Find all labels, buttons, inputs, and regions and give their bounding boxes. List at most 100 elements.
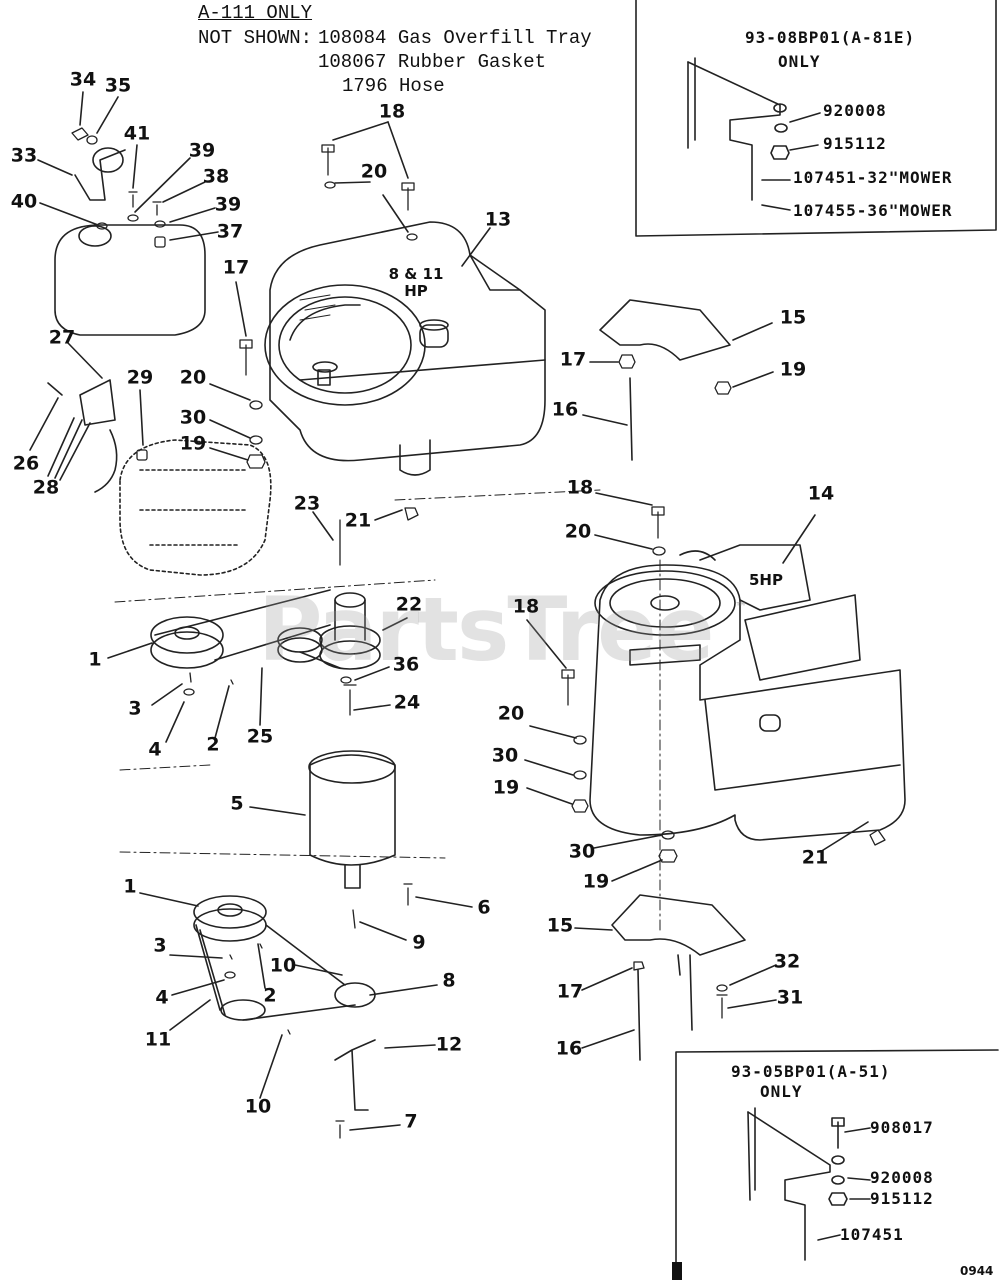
stud-lower [637,954,693,1061]
stud-upper [629,377,633,461]
not-shown-item: 1796 Hose [342,75,445,97]
callout-number: 20 [179,366,207,389]
lower-belt-drawing [193,895,376,1111]
callout-number: 19 [179,432,207,455]
crop-marker [672,1262,682,1280]
callout-number: 35 [104,74,132,97]
engine-small-drawing [589,544,906,841]
watermark: PartsTree [258,578,714,681]
callout-number: 1 [88,648,102,671]
callout-number: 19 [582,870,610,893]
inset-top-part: 915112 [823,134,887,153]
bracket-lower [611,894,746,956]
callout-number: 18 [378,100,406,123]
centerlines [114,489,661,931]
inset-bottom-subtitle: ONLY [760,1082,803,1101]
callout-number: 12 [435,1033,463,1056]
inset-top-subtitle: ONLY [778,52,821,71]
callout-number: 10 [269,954,297,977]
callout-number: 19 [492,776,520,799]
callout-number: 26 [12,452,40,475]
callout-number: 7 [404,1110,418,1133]
not-shown-label: NOT SHOWN: [198,27,313,49]
callout-number: 3 [153,934,167,957]
not-shown-item: 108067 Rubber Gasket [318,51,547,73]
leader-lines [29,91,871,1241]
callout-number: 32 [773,950,801,973]
callout-number: 21 [344,509,372,532]
callout-number: 17 [222,256,250,279]
inset-bottom-part: 908017 [870,1118,934,1137]
throttle-drawing [47,379,118,493]
callout-number: 22 [395,593,423,616]
inset-bottom-part: 920008 [870,1168,934,1187]
callout-number: 13 [484,208,512,231]
callout-number: 27 [48,326,76,349]
callout-number: 20 [360,160,388,183]
engine-small-hp-label: 5HP [749,571,783,589]
upper-belt-drawing [150,589,381,670]
callout-number: 39 [214,193,242,216]
callout-number: 3 [128,697,142,720]
callout-number: 18 [566,476,594,499]
callout-number: 38 [202,165,230,188]
callout-number: 1 [123,875,137,898]
callout-number: 20 [497,702,525,725]
bracket-upper [599,299,731,361]
callout-number: 29 [126,366,154,389]
callout-number: 9 [412,931,426,954]
tank-drawing [54,224,206,336]
diagram-code: 0944 [960,1264,994,1278]
callout-number: 24 [393,691,421,714]
callout-number: 30 [491,744,519,767]
callout-number: 36 [392,653,420,676]
callout-number: 30 [568,840,596,863]
callout-number: 8 [442,969,456,992]
callout-number: 28 [32,476,60,499]
callout-number: 30 [179,406,207,429]
callout-number: 39 [188,139,216,162]
callout-number: 14 [807,482,835,505]
inset-bottom-part: 107451 [840,1225,904,1244]
callout-number: 20 [564,520,592,543]
callout-number: 25 [246,725,274,748]
ghost-engine-drawing [119,439,272,576]
inset-bottom-title: 93-05BP01(A-51) [731,1062,891,1081]
callout-number: 19 [779,358,807,381]
callout-number: 10 [244,1095,272,1118]
engine-large-drawing [264,221,546,476]
inset-top-part: 920008 [823,101,887,120]
engine-large-hp-label: 8 & 11 HP [388,265,444,300]
callout-number: 15 [546,914,574,937]
model-line: A-111 ONLY [198,2,313,24]
callout-number: 37 [216,220,244,243]
callout-number: 4 [155,986,169,1009]
callout-number: 2 [263,984,277,1007]
inset-top-bracket [687,57,790,201]
callout-number: 40 [10,190,38,213]
callout-number: 18 [512,595,540,618]
callout-number: 41 [123,122,151,145]
inset-top-part: 107455-36"MOWER [793,201,953,220]
motor-drawing [308,750,396,889]
callout-number: 16 [555,1037,583,1060]
callout-number: 17 [559,348,587,371]
inset-bottom-bracket [747,1107,848,1261]
inset-top-border [635,0,997,237]
callout-number: 5 [230,792,244,815]
inset-top-part: 107451-32"MOWER [793,168,953,187]
hardware-parts [71,127,886,1139]
callout-number: 2 [206,733,220,756]
callout-number: 31 [776,986,804,1009]
callout-number: 17 [556,980,584,1003]
callout-number: 34 [69,68,97,91]
callout-number: 11 [144,1028,172,1051]
callout-number: 4 [148,738,162,761]
callout-number: 33 [10,144,38,167]
callout-number: 21 [801,846,829,869]
inset-top-title: 93-08BP01(A-81E) [745,28,916,47]
callout-number: 16 [551,398,579,421]
callout-number: 15 [779,306,807,329]
callout-number: 6 [477,896,491,919]
